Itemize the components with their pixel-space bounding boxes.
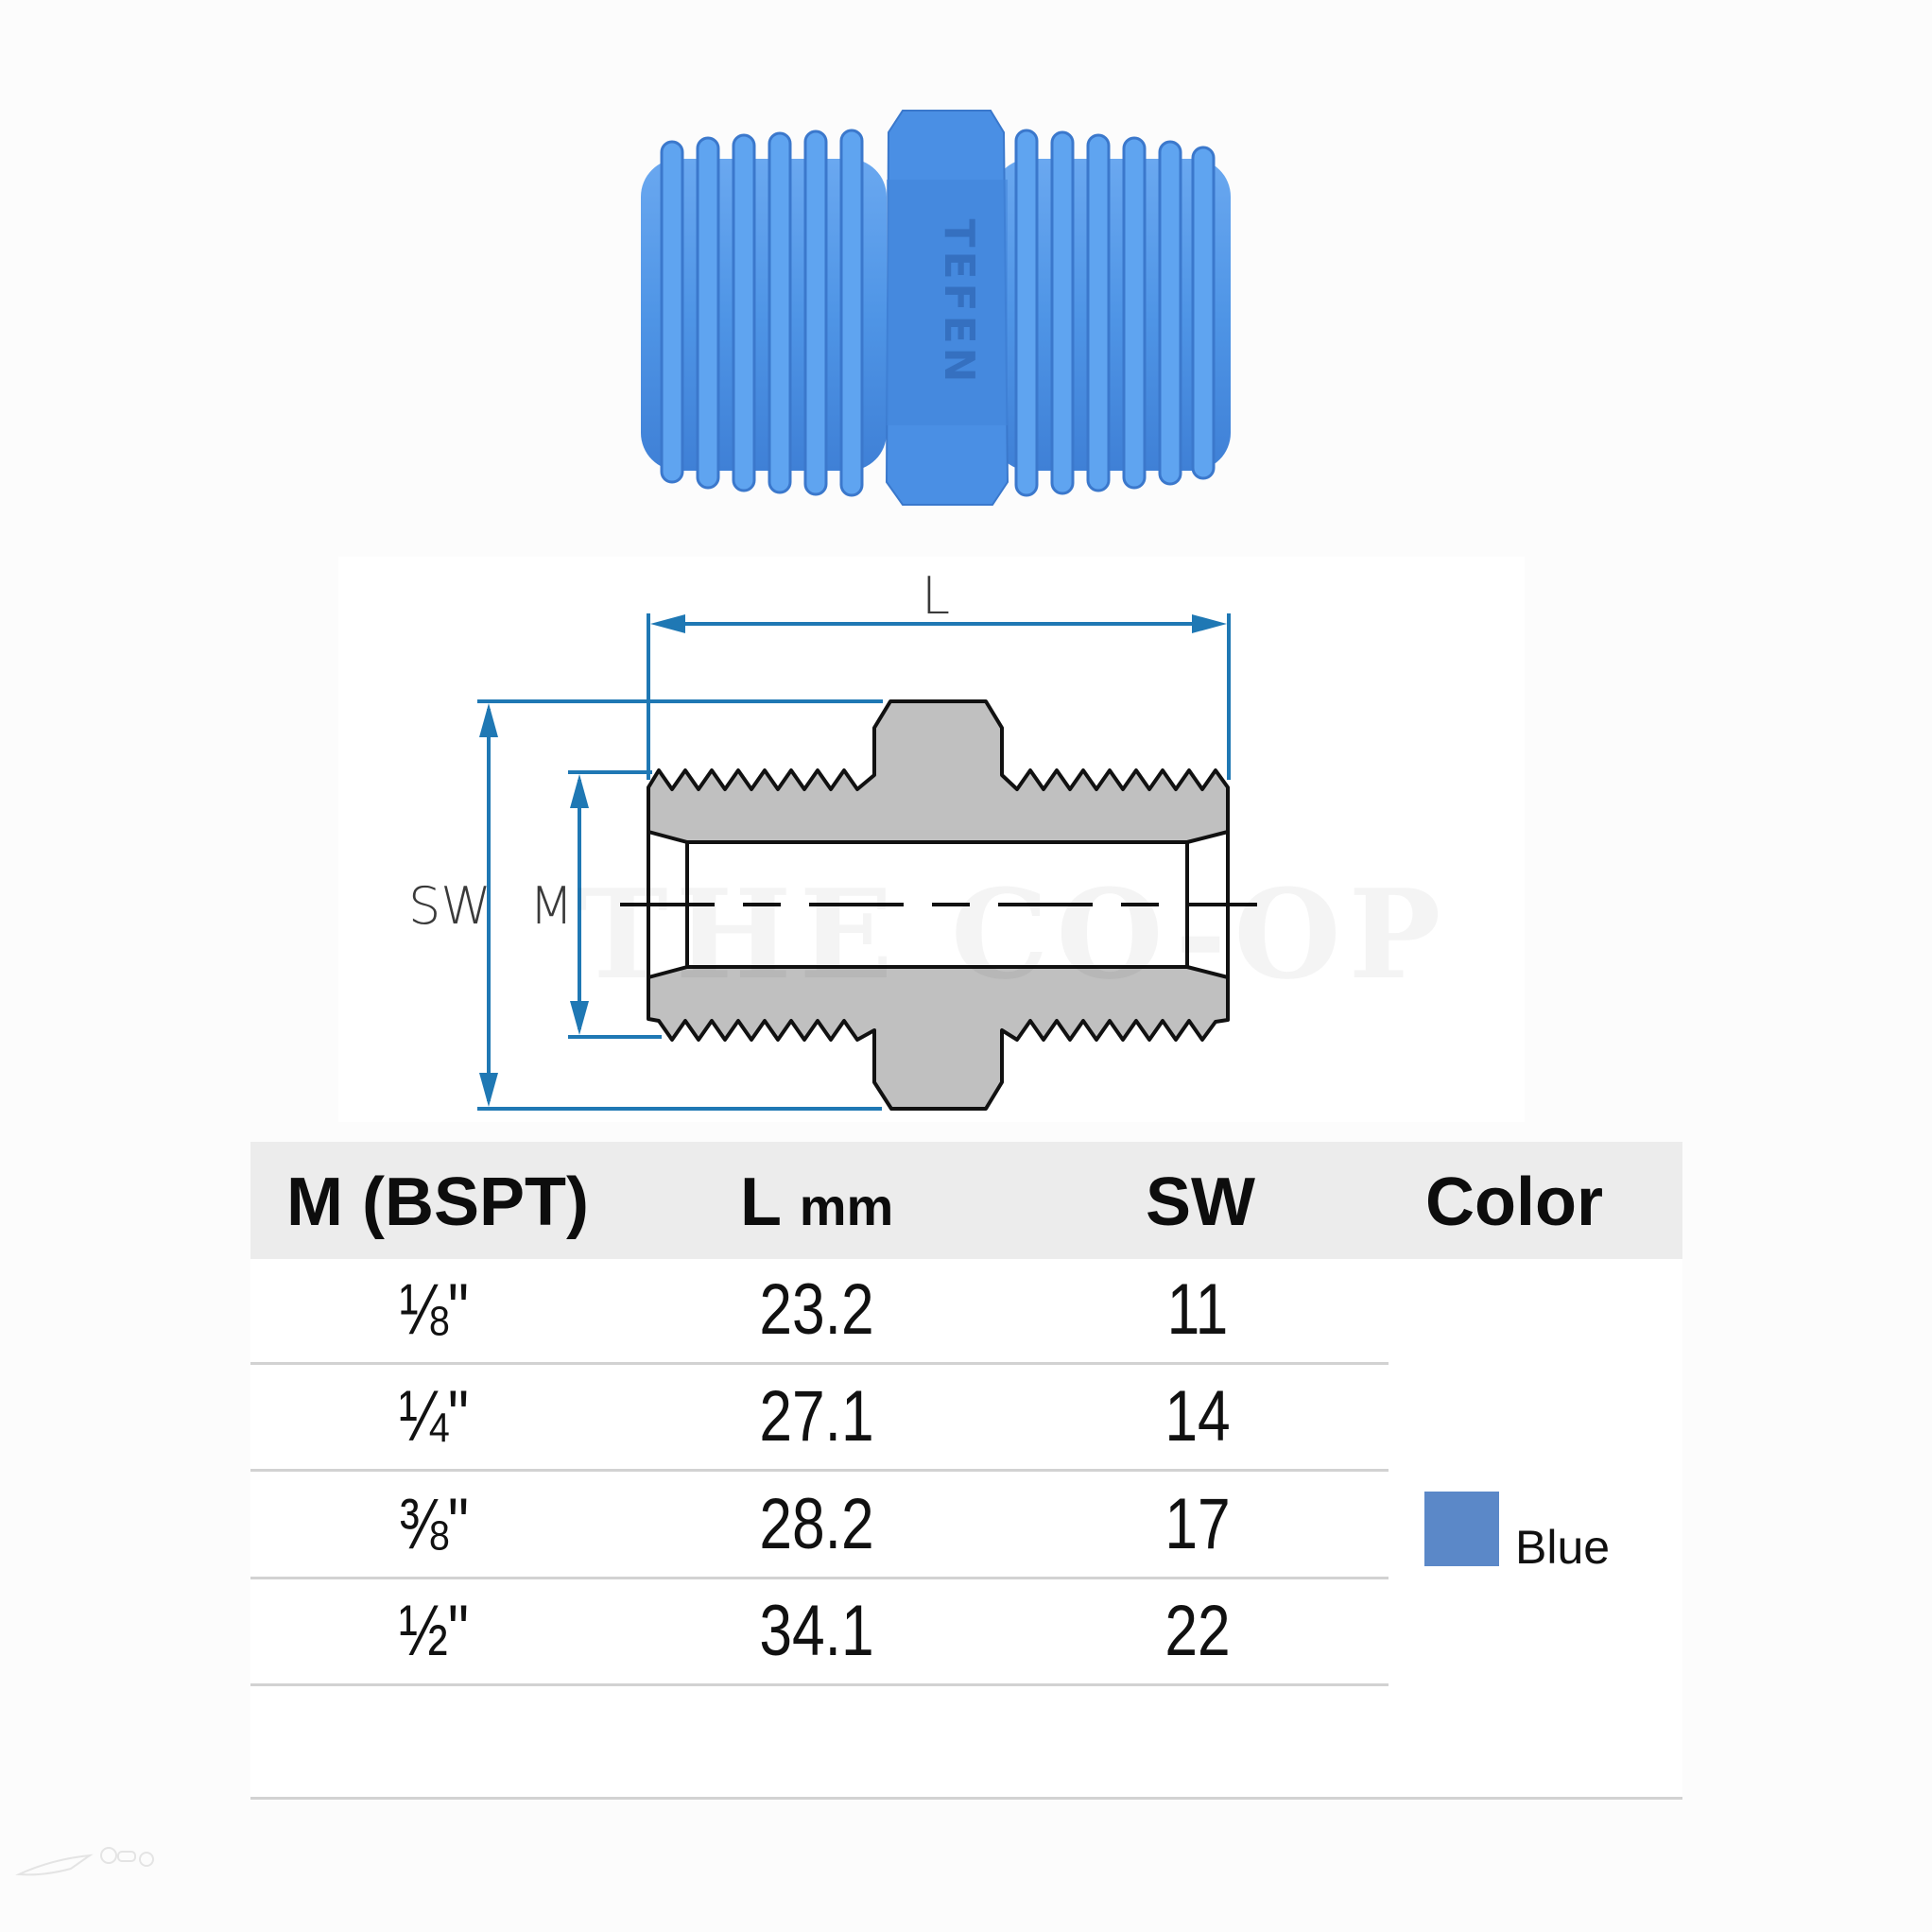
cell-sw: 14 [1164, 1376, 1231, 1457]
watermark: THE CO-OP [577, 862, 1448, 1007]
cell-m: ⅛" [398, 1269, 470, 1350]
table-header: M (BSPT) L mm SW Color [250, 1142, 1682, 1259]
cell-sw: 22 [1164, 1591, 1231, 1671]
header-color: Color [1425, 1164, 1603, 1240]
cell-m: ¼" [398, 1376, 470, 1457]
cell-m: ½" [398, 1591, 470, 1671]
table-row: ⅜" 28.2 17 [250, 1474, 1389, 1579]
header-m-bspt: M (BSPT) [286, 1164, 589, 1240]
header-length: L mm [740, 1168, 893, 1236]
cell-m: ⅜" [398, 1484, 470, 1564]
dimension-diagram [477, 613, 1257, 1111]
snap-swivel-sketch-icon [15, 1847, 154, 1876]
cell-length: 27.1 [759, 1376, 874, 1457]
header-length-label: L [740, 1164, 781, 1240]
spec-table: M (BSPT) L mm SW Color ⅛" 23.2 11 ¼" 27.… [250, 1142, 1682, 1801]
cell-sw: 11 [1166, 1269, 1229, 1350]
color-swatch-blue [1424, 1492, 1499, 1566]
dimension-label-hex: SW [408, 876, 492, 936]
fitting-body-upper [647, 699, 1230, 844]
row-divider [250, 1683, 1389, 1686]
color-label: Blue [1515, 1521, 1611, 1574]
cell-length: 28.2 [759, 1484, 874, 1564]
table-row: ½" 34.1 22 [250, 1580, 1389, 1686]
header-sw: SW [1146, 1164, 1255, 1240]
header-length-unit: mm [799, 1177, 894, 1236]
row-divider [250, 1469, 1389, 1472]
dimension-label-thread: M [529, 876, 574, 936]
product-photo: TEFEN [641, 110, 1231, 506]
cell-length: 23.2 [759, 1269, 874, 1350]
dimension-label-length: L [922, 566, 951, 626]
brand-mark: TEFEN [935, 218, 983, 386]
table-row: ⅛" 23.2 11 [250, 1259, 1389, 1365]
table-row: ¼" 27.1 14 [250, 1366, 1389, 1472]
cell-length: 34.1 [759, 1591, 874, 1671]
row-divider [250, 1362, 1389, 1365]
cell-sw: 17 [1164, 1484, 1231, 1564]
fitting-body-lower [647, 965, 1230, 1111]
table-bottom-divider [250, 1797, 1682, 1800]
row-divider [250, 1577, 1389, 1579]
